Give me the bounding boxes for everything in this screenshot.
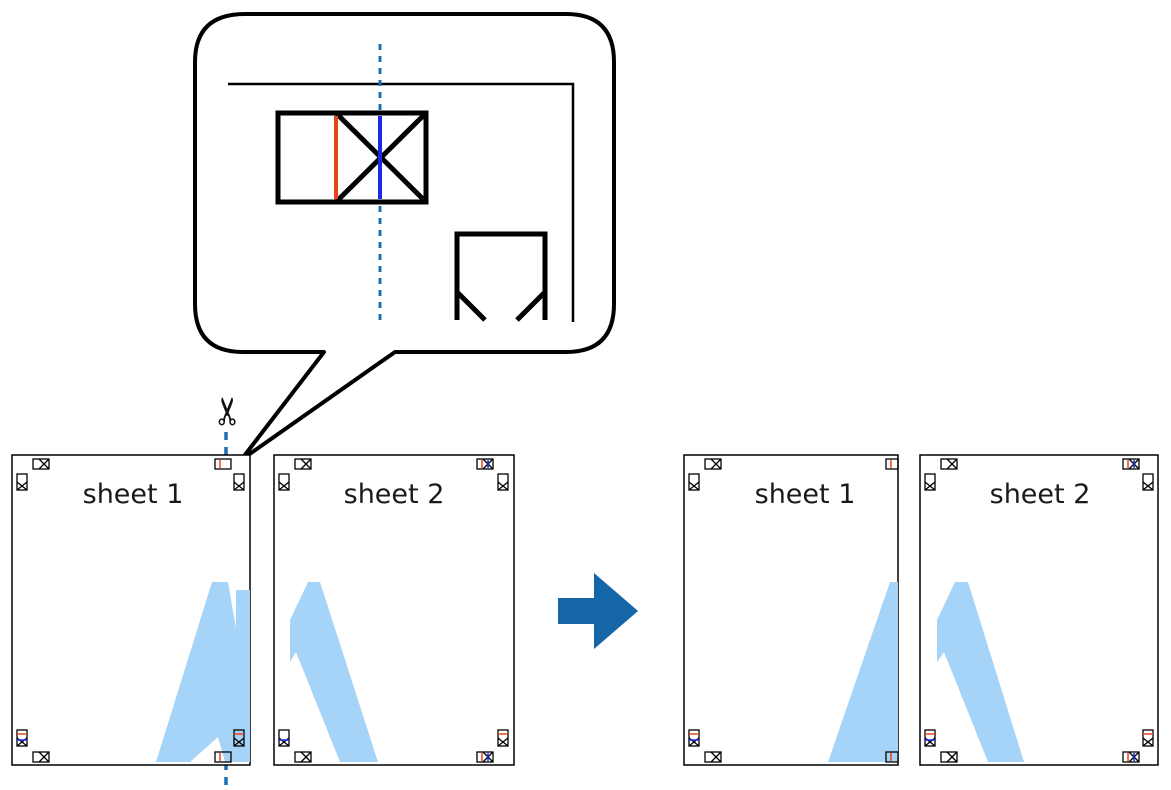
glue-shape — [156, 582, 250, 762]
sheet-1-after-title: sheet 1 — [755, 479, 856, 510]
sheet-1-before: sheet 1 — [11, 454, 251, 766]
crop-mark — [16, 458, 245, 763]
glue-shape-edge — [236, 590, 250, 760]
sheet-2-after: sheet 2 — [919, 454, 1159, 766]
crop-mark — [924, 458, 1154, 763]
zoom-sheet-edge — [228, 82, 575, 322]
glue-shape — [290, 582, 378, 762]
sheet-1-after: sheet 1 — [683, 454, 899, 766]
sheet-1-before-title: sheet 1 — [83, 479, 184, 510]
sheet-2-after-title: sheet 2 — [990, 479, 1091, 510]
crop-mark — [278, 458, 509, 763]
sheet-2-before: sheet 2 — [273, 454, 515, 766]
glue-shape — [828, 582, 898, 762]
zoom-crop-mark-box — [275, 110, 429, 205]
sheet-2-before-title: sheet 2 — [344, 479, 445, 510]
crop-mark — [688, 458, 899, 763]
callout-bubble — [193, 12, 616, 462]
zoom-second-mark — [454, 231, 548, 322]
scissors-icon: ✂ — [206, 395, 250, 427]
zoom-callout — [193, 12, 616, 462]
right-arrow-icon — [558, 573, 638, 649]
glue-shape — [937, 582, 1024, 762]
